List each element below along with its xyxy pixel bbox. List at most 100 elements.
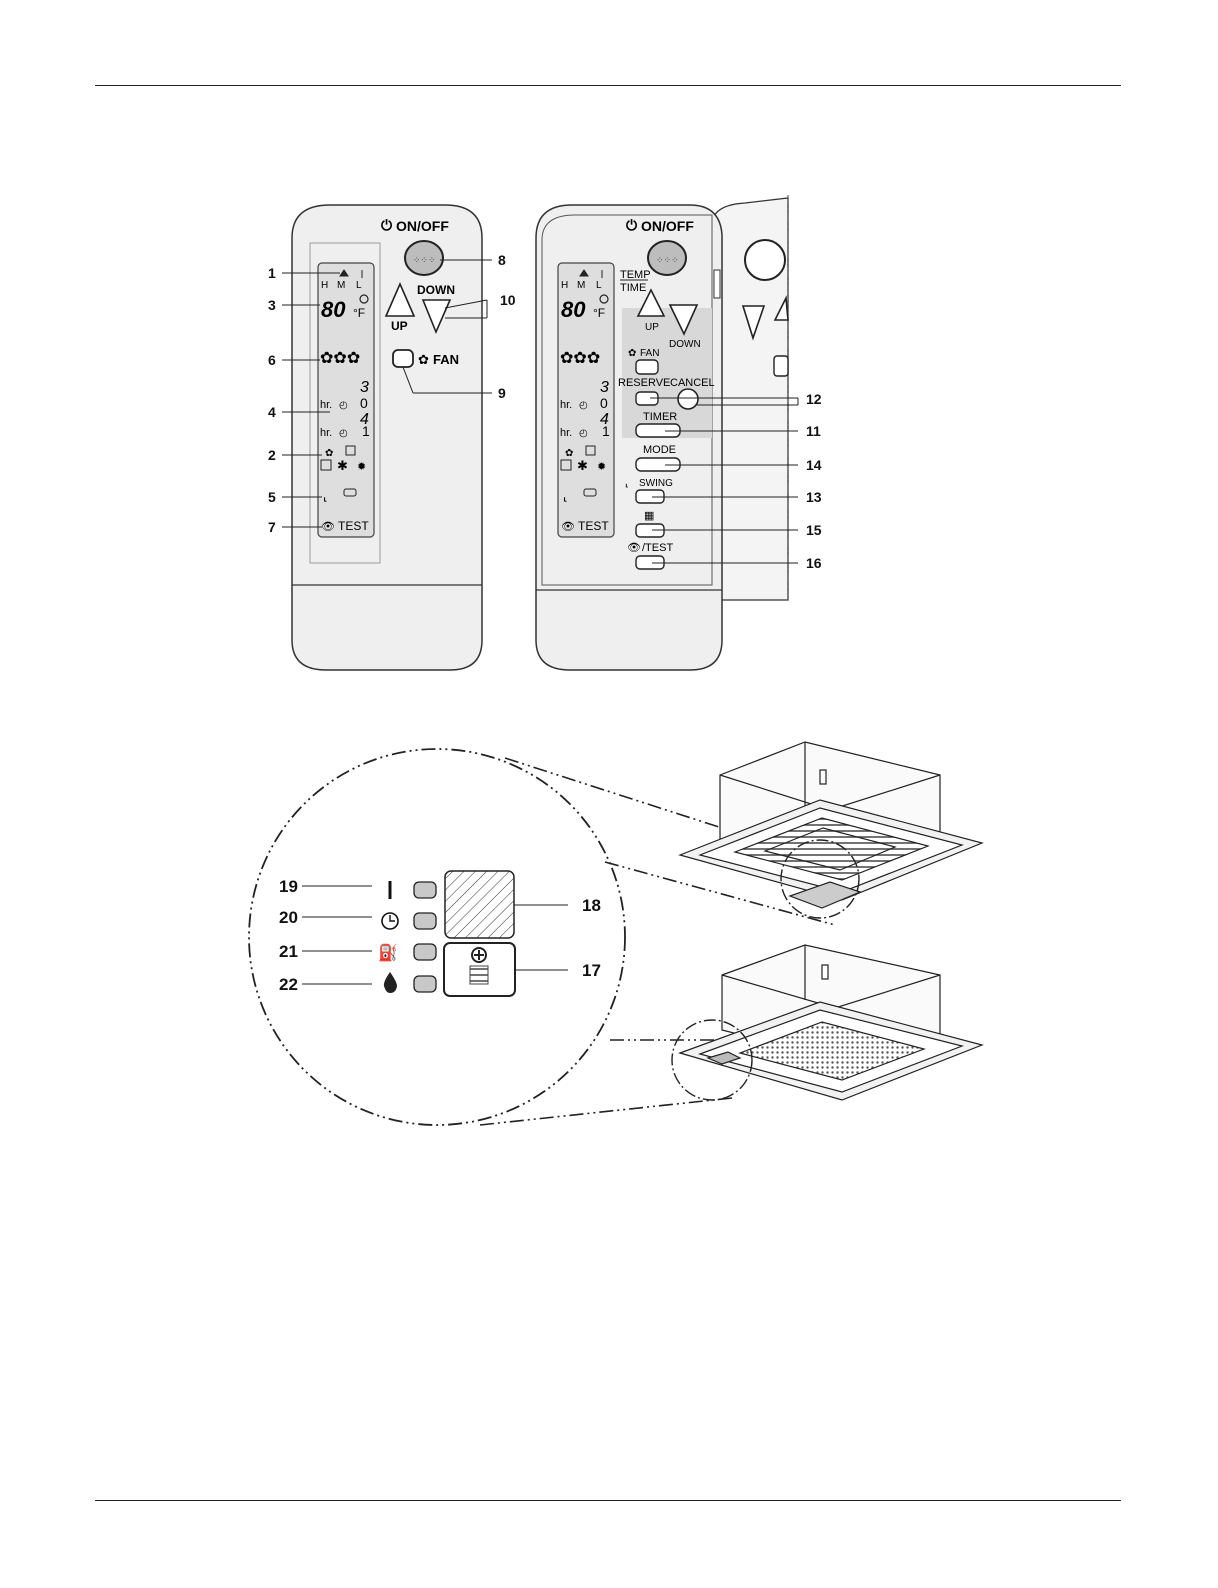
- callout-19: 19: [279, 877, 298, 896]
- r-timer-digit-bottom: 1: [602, 423, 610, 439]
- filter-sign-icon: ⛽: [378, 943, 398, 962]
- fan-mode-l: L: [356, 280, 362, 291]
- timer-lamp-icon-hands: [390, 915, 395, 921]
- r-on-off-button-dots: ⁘⁘⁘: [656, 255, 679, 265]
- signal-receiver: [445, 871, 514, 938]
- timer-label: TIMER: [643, 411, 677, 423]
- power-icon: ⏻: [381, 217, 392, 233]
- r-swing-icon: ⸤: [563, 489, 568, 503]
- r-fan-label: FAN: [640, 348, 659, 359]
- mode-heat-icon: ✹: [357, 461, 366, 473]
- r-fan-mode-h: H: [561, 280, 568, 291]
- r-fan-icon: ✿: [628, 348, 636, 359]
- cancel-button[interactable]: [678, 389, 698, 409]
- temp-label: TEMP: [620, 269, 651, 281]
- cassette-unit-top: [680, 742, 982, 918]
- callout-14: 14: [806, 457, 822, 473]
- r-fan-button[interactable]: [636, 360, 658, 374]
- r-clock-icon-2: ◴: [579, 428, 588, 439]
- r-mode-fan-icon: ✿: [565, 448, 573, 459]
- remote-left: H M L 80 °F ✿✿✿ 3 hr. ◴ 0 4 hr. ◴ 1 ✿ ✱ …: [268, 205, 516, 670]
- up-label: UP: [391, 319, 408, 333]
- callout-1: 1: [268, 265, 276, 281]
- remote-right: H M L 80 °F ✿✿✿ 3 hr. ◴ 0 4 hr. ◴ 1 ✿ ✱ …: [536, 195, 822, 670]
- cassette-unit-bottom: [672, 945, 982, 1100]
- mode-cool-icon: ✱: [337, 458, 348, 473]
- temp-display: 80: [321, 297, 346, 322]
- r-up-label: UP: [645, 322, 659, 333]
- callout-9: 9: [498, 385, 506, 401]
- r-temp-display: 80: [561, 297, 586, 322]
- reserve-label: RESERVE: [618, 377, 670, 389]
- fan-button[interactable]: [393, 350, 413, 367]
- filter-sign-lamp: [414, 944, 436, 960]
- zoom-line-4: [480, 1098, 732, 1125]
- test-label: TEST: [338, 519, 369, 533]
- swing-label: SWING: [639, 478, 673, 489]
- on-off-button-dots: ⁘⁘⁘: [413, 255, 436, 265]
- r-fan-mode-m: M: [577, 280, 585, 291]
- fan-mode-h: H: [321, 280, 328, 291]
- on-off-label: ON/OFF: [396, 218, 449, 234]
- callout-4: 4: [268, 404, 276, 420]
- eye-icon: 👁: [321, 521, 335, 533]
- callout-5: 5: [268, 489, 276, 505]
- back-cover-small-button: [774, 356, 788, 376]
- temp-unit: °F: [353, 306, 365, 320]
- callout-15: 15: [806, 522, 822, 538]
- mode-label: MODE: [643, 444, 676, 456]
- fan-icon: ✿: [418, 352, 429, 367]
- callout-3: 3: [268, 297, 276, 313]
- callout-8: 8: [498, 252, 506, 268]
- timer-hr-1: hr.: [320, 399, 332, 411]
- r-fan-mode-l: L: [596, 280, 602, 291]
- time-label: TIME: [620, 282, 646, 294]
- r-test-label: /TEST: [642, 542, 673, 554]
- callout-20: 20: [279, 908, 298, 927]
- timer-hr-2: hr.: [320, 427, 332, 439]
- timer-digit-bottom: 1: [362, 423, 370, 439]
- callout-6: 6: [268, 352, 276, 368]
- callout-10: 10: [500, 292, 516, 308]
- r-on-off-label: ON/OFF: [641, 218, 694, 234]
- run-lamp: [414, 882, 436, 898]
- clock-icon-2: ◴: [339, 428, 348, 439]
- r-fan-icons: ✿✿✿: [560, 350, 600, 367]
- r-temp-unit: °F: [593, 306, 605, 320]
- callout-13: 13: [806, 489, 822, 505]
- mode-fan-icon: ✿: [325, 448, 333, 459]
- fan-icons: ✿✿✿: [320, 350, 360, 367]
- r-down-label: DOWN: [669, 339, 701, 350]
- callout-12: 12: [806, 391, 822, 407]
- down-label: DOWN: [417, 283, 455, 297]
- r-timer-hr-2: hr.: [560, 427, 572, 439]
- callout-16: 16: [806, 555, 822, 571]
- defrost-icon: [384, 972, 397, 993]
- callout-22: 22: [279, 975, 298, 994]
- timer-digit-mid-top: 0: [360, 395, 368, 411]
- filter-reset-grid-icon: [470, 966, 488, 984]
- cancel-label: CANCEL: [670, 377, 715, 389]
- timer-digit-top: 3: [360, 379, 369, 396]
- fan-mode-m: M: [337, 280, 345, 291]
- filter-grid-icon: ▦: [644, 510, 654, 522]
- callout-2: 2: [268, 447, 276, 463]
- swing-icon: ⸤: [323, 489, 328, 503]
- r-timer-digit-mid-top: 0: [600, 395, 608, 411]
- defrost-lamp: [414, 976, 436, 992]
- magnifier-circle: [249, 749, 625, 1125]
- callout-7: 7: [268, 519, 276, 535]
- r-timer-hr-1: hr.: [560, 399, 572, 411]
- r-power-icon: ⏻: [626, 217, 637, 233]
- remote-right-tab: [714, 270, 720, 298]
- callout-18: 18: [582, 896, 601, 915]
- back-cover-button: [745, 240, 785, 280]
- r-mode-heat-icon: ✹: [597, 461, 606, 473]
- r-test-eye-icon: 👁: [627, 542, 641, 554]
- r-eye-icon: 👁: [561, 521, 575, 533]
- r-mode-cool-icon: ✱: [577, 458, 588, 473]
- callout-17: 17: [582, 961, 601, 980]
- callout-21: 21: [279, 942, 298, 961]
- fan-label: FAN: [433, 352, 459, 367]
